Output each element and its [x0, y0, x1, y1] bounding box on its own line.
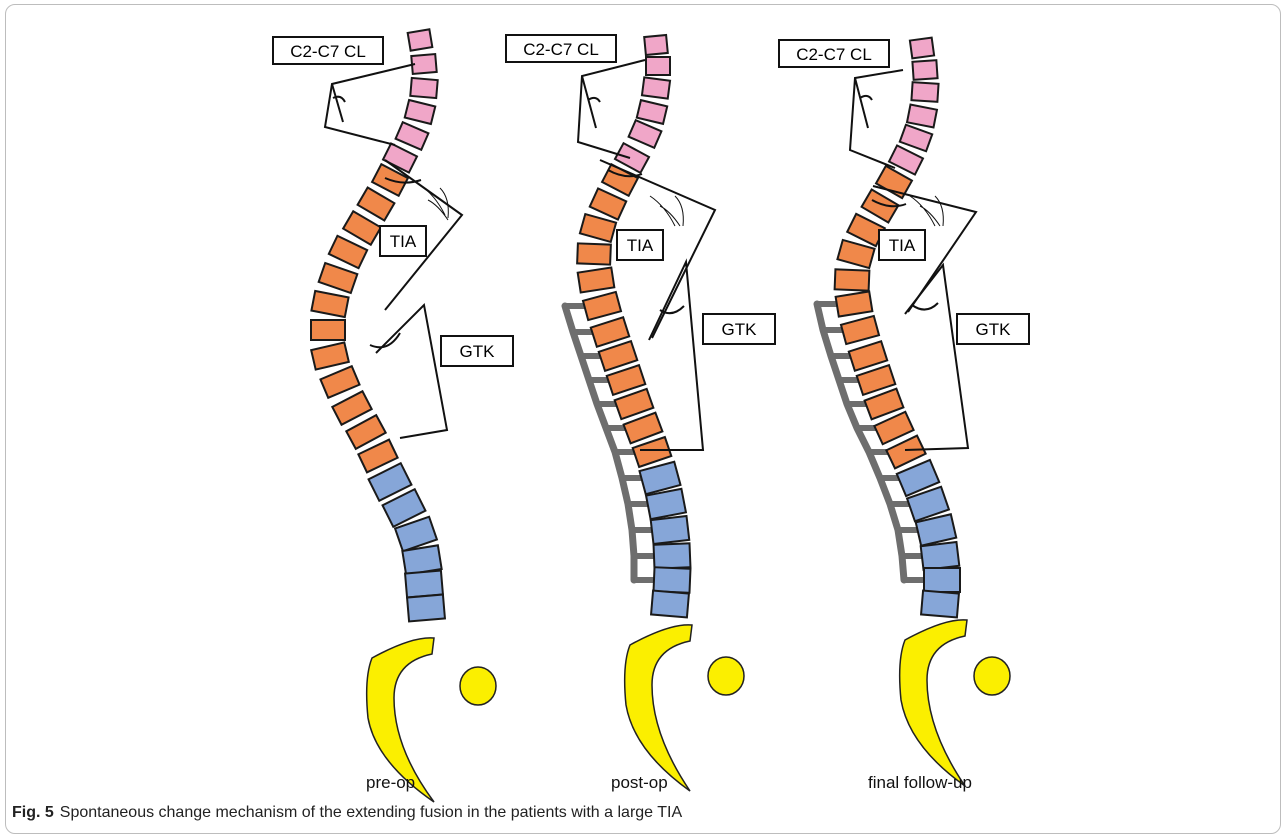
lumbar-vertebra	[924, 568, 960, 592]
gtk-label-box: GTK	[441, 336, 513, 366]
caption-text: Spontaneous change mechanism of the exte…	[60, 804, 682, 821]
gtk-label: GTK	[976, 320, 1012, 339]
c2c7-label-box: C2-C7 CL	[273, 37, 383, 64]
cervical-vertebra	[408, 29, 433, 50]
lumbar-vertebra	[651, 591, 689, 618]
thoracic-vertebra	[837, 240, 874, 268]
lumbar-vertebra	[921, 542, 960, 570]
thoracic-vertebra	[311, 291, 348, 317]
gtk-label-box: GTK	[703, 314, 775, 344]
thoracic-vertebra	[319, 263, 358, 293]
lumbar-vertebra	[654, 567, 691, 592]
thoracic-vertebra	[583, 292, 621, 320]
panel-final-follow-up: C2-C7 CL TIA GTK final follow-up	[779, 38, 1029, 792]
c2c7-label: C2-C7 CL	[523, 40, 599, 59]
thoracic-vertebra	[311, 342, 349, 369]
thoracic-vertebra	[320, 366, 359, 398]
figure-number: Fig. 5	[12, 804, 54, 821]
thoracic-vertebra	[580, 214, 616, 242]
femoral-head	[974, 657, 1010, 695]
gtk-angle-lines	[905, 265, 968, 450]
cervical-vertebra	[910, 38, 934, 59]
gtk-angle-lines	[370, 305, 447, 438]
c2c7-label-box: C2-C7 CL	[779, 40, 889, 67]
cervical-vertebra	[900, 125, 932, 151]
femoral-head	[708, 657, 744, 695]
cervical-vertebra	[911, 82, 938, 102]
thoracic-vertebra	[835, 269, 870, 290]
sacrum	[900, 620, 967, 786]
tia-label: TIA	[390, 232, 417, 251]
tia-label-box: TIA	[617, 230, 663, 260]
cervical-vertebra	[410, 78, 437, 98]
panel-title: final follow-up	[868, 773, 972, 792]
panel-post-op: C2-C7 CL TIA GTK post-op	[506, 35, 775, 792]
panel-pre-op: C2-C7 CL TIA GTK pre-op	[273, 29, 513, 802]
cervical-vertebra	[637, 100, 667, 124]
panel-title: post-op	[611, 773, 668, 792]
cervical-vertebra	[629, 120, 662, 148]
lumbar-vertebra	[651, 516, 690, 544]
fixation-rod	[817, 304, 904, 580]
thoracic-vertebra	[599, 341, 638, 371]
cervical-vertebra	[405, 100, 436, 124]
c2c7-label: C2-C7 CL	[796, 45, 872, 64]
c2c7-angle-lines	[578, 60, 645, 158]
lumbar-vertebra	[407, 595, 445, 622]
gtk-label: GTK	[722, 320, 758, 339]
thoracic-vertebra	[841, 316, 879, 344]
femoral-head	[460, 667, 496, 705]
cervical-vertebra	[396, 122, 429, 150]
cervical-vertebra	[912, 60, 937, 80]
thoracic-vertebra	[836, 291, 873, 316]
sketch-hatch	[650, 196, 683, 226]
cervical-vertebra	[411, 54, 436, 74]
thoracic-vertebra	[358, 188, 395, 221]
c2c7-label-box: C2-C7 CL	[506, 35, 616, 62]
figure-caption: Fig. 5 Spontaneous change mechanism of th…	[12, 804, 682, 822]
thoracic-vertebra	[591, 317, 629, 346]
thoracic-vertebra	[849, 341, 887, 370]
gtk-label: GTK	[460, 342, 496, 361]
thoracic-vertebra	[329, 236, 367, 268]
lumbar-vertebra	[654, 543, 691, 568]
thoracic-vertebra	[590, 188, 627, 219]
cervical-vertebra	[642, 77, 670, 98]
lumbar-vertebra	[405, 571, 443, 598]
thoracic-vertebra	[343, 211, 381, 244]
thoracic-vertebra	[311, 320, 345, 340]
tia-label: TIA	[627, 236, 654, 255]
cervical-vertebra	[644, 35, 668, 55]
tia-label-box: TIA	[380, 226, 426, 256]
thoracic-vertebra	[633, 437, 672, 467]
thoracic-vertebra	[578, 268, 615, 293]
sacrum	[625, 625, 692, 791]
lumbar-vertebra	[921, 591, 959, 618]
thoracic-vertebra	[577, 243, 611, 264]
c2c7-label: C2-C7 CL	[290, 42, 366, 61]
vertebrae-column	[311, 29, 445, 621]
panel-title: pre-op	[366, 773, 415, 792]
tia-label-box: TIA	[879, 230, 925, 260]
tia-label: TIA	[889, 236, 916, 255]
cervical-vertebra	[646, 57, 670, 75]
gtk-label-box: GTK	[957, 314, 1029, 344]
cervical-vertebra	[907, 105, 937, 128]
